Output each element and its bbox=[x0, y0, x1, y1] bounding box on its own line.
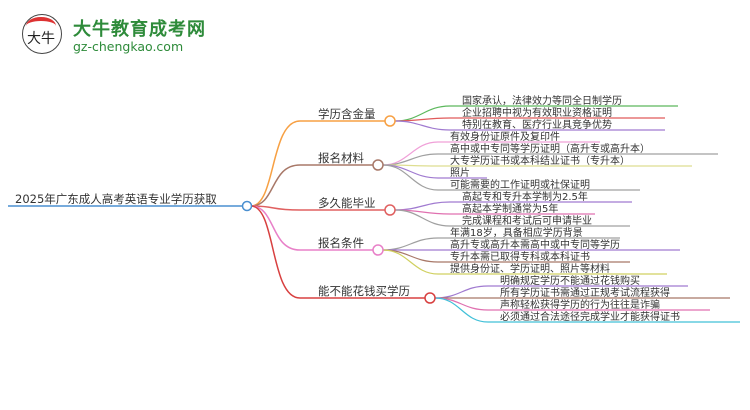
child-label: 高中或中专同等学历证明（高升专或高升本） bbox=[450, 142, 650, 155]
branch-node-circle bbox=[372, 244, 384, 256]
child-label: 高升专或高升本需高中或中专同等学历 bbox=[450, 238, 620, 251]
site-logo: 大牛 大牛教育成考网 gz-chengkao.com bbox=[18, 10, 205, 55]
branch-label: 多久能毕业 bbox=[318, 196, 376, 210]
logo-name: 大牛教育成考网 bbox=[73, 19, 206, 40]
child-connector bbox=[382, 164, 640, 191]
branch-node-circle bbox=[424, 292, 436, 304]
child-label: 有效身份证原件及复印件 bbox=[450, 130, 560, 143]
child-connector bbox=[382, 249, 667, 275]
child-label: 照片 bbox=[450, 166, 470, 179]
logo-badge-icon: 大牛 bbox=[22, 14, 62, 54]
child-label: 可能需要的工作证明或社保证明 bbox=[450, 178, 590, 191]
child-connector bbox=[434, 297, 740, 323]
child-label: 必须通过合法途径完成学业才能获得证书 bbox=[500, 310, 680, 323]
child-label: 企业招聘中视为有效职业资格证明 bbox=[462, 106, 612, 119]
branch-connector bbox=[250, 120, 385, 207]
child-label: 年满18岁，具备相应学历背景 bbox=[450, 226, 583, 239]
child-label: 特别在教育、医疗行业具竞争优势 bbox=[462, 118, 612, 131]
child-label: 完成课程和考试后可申请毕业 bbox=[462, 214, 592, 227]
child-connector bbox=[394, 209, 630, 227]
child-label: 国家承认，法律效力等同全日制学历 bbox=[462, 94, 622, 107]
child-label: 专升本需已取得专科或本科证书 bbox=[450, 250, 590, 263]
branch-node-circle bbox=[372, 159, 384, 171]
branch-node-circle bbox=[384, 204, 396, 216]
branch-node-circle bbox=[384, 115, 396, 127]
branch-label: 学历含金量 bbox=[318, 107, 376, 121]
child-label: 声称轻松获得学历的行为往往是诈骗 bbox=[500, 298, 660, 311]
branch-connector bbox=[250, 164, 373, 207]
child-label: 提供身份证、学历证明、照片等材料 bbox=[450, 262, 610, 275]
branch-connector bbox=[250, 205, 425, 299]
child-label: 大专学历证书或本科结业证书（专升本） bbox=[450, 154, 630, 167]
child-label: 所有学历证书需通过正规考试流程获得 bbox=[500, 286, 670, 299]
root-node-label: 2025年广东成人高考英语专业学历获取 bbox=[15, 192, 217, 206]
branch-label: 报名材料 bbox=[318, 151, 364, 165]
branch-connector bbox=[250, 205, 385, 211]
child-label: 明确规定学历不能通过花钱购买 bbox=[500, 274, 640, 287]
branch-connector bbox=[250, 205, 373, 251]
child-label: 高起专和专升本学制为2.5年 bbox=[462, 190, 588, 203]
root-node-circle bbox=[241, 200, 253, 212]
child-connector bbox=[394, 120, 665, 131]
branch-label: 能不能花钱买学历 bbox=[318, 284, 410, 298]
branch-label: 报名条件 bbox=[318, 236, 364, 250]
logo-url: gz-chengkao.com bbox=[73, 39, 184, 54]
child-label: 高起本学制通常为5年 bbox=[462, 202, 558, 215]
